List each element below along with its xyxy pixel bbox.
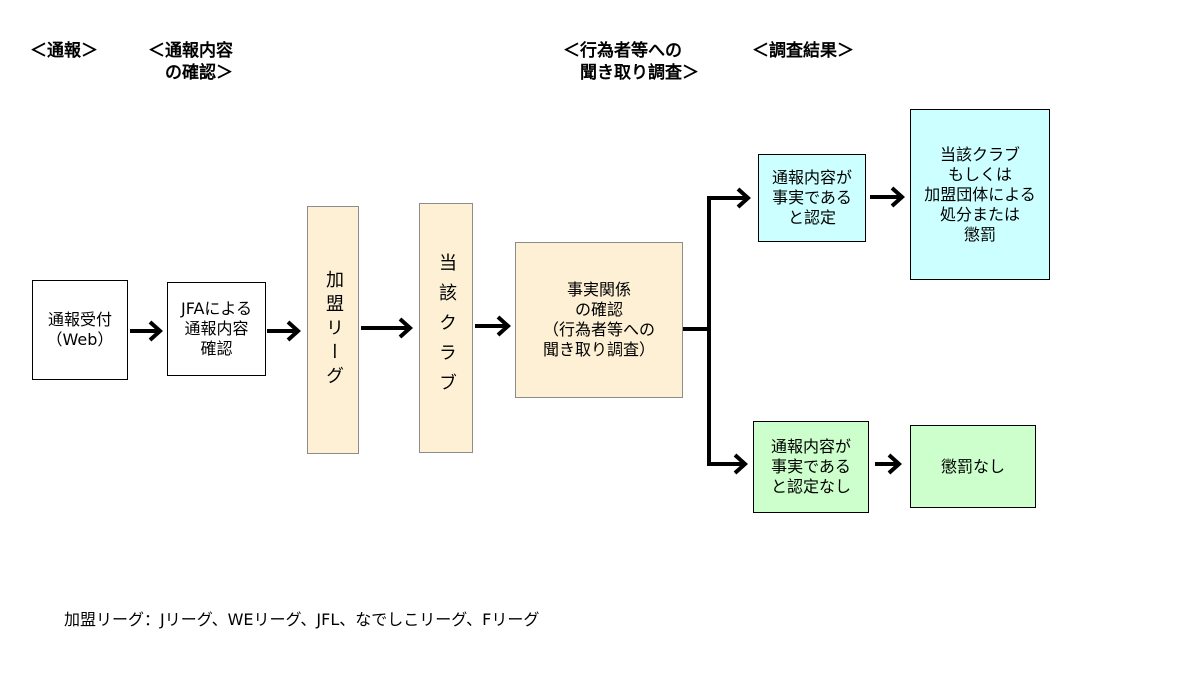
box-fact-not-confirmed: 通報内容が 事実である と認定なし — [753, 421, 869, 513]
header-result: ＜調査結果＞ — [752, 41, 854, 61]
box-punishment: 当該クラブ もしくは 加盟団体による 処分または 懲罰 — [910, 109, 1050, 280]
box-fact-confirmed-label: 通報内容が 事実である と認定 — [771, 168, 852, 227]
box-fact-check: 事実関係 の確認 （行為者等への 聞き取り調査） — [515, 242, 683, 398]
arrow-notconfirmed-to-nopunishment — [875, 453, 902, 475]
box-no-punishment: 懲罰なし — [910, 425, 1036, 508]
header-report: ＜通報＞ — [30, 41, 98, 61]
box-reception-label: 通報受付 （Web） — [46, 310, 114, 349]
box-league-label: 加盟リーグ — [323, 270, 344, 390]
box-reception: 通報受付 （Web） — [32, 280, 128, 380]
box-no-punishment-label: 懲罰なし — [940, 456, 1005, 476]
arrow-league-to-club — [361, 317, 413, 339]
arrow-club-to-factcheck — [475, 315, 511, 337]
header-interview: ＜行為者等への 聞き取り調査＞ — [563, 41, 699, 83]
box-league: 加盟リーグ — [307, 206, 359, 454]
arrow-confirmed-to-punishment — [870, 186, 905, 208]
box-jfa-confirm-label: JFAによる 通報内容 確認 — [181, 299, 252, 358]
arrow-reception-to-jfa — [130, 320, 163, 342]
box-jfa-confirm: JFAによる 通報内容 確認 — [167, 282, 266, 376]
box-fact-check-label: 事実関係 の確認 （行為者等への 聞き取り調査） — [542, 280, 655, 359]
footnote: 加盟リーグ：Jリーグ、WEリーグ、JFL、なでしこリーグ、Fリーグ — [64, 610, 540, 629]
branch-connector — [683, 187, 751, 475]
box-fact-confirmed: 通報内容が 事実である と認定 — [758, 154, 866, 242]
box-club-label: 当該クラブ — [436, 253, 457, 403]
arrow-jfa-to-league — [267, 320, 301, 342]
box-punishment-label: 当該クラブ もしくは 加盟団体による 処分または 懲罰 — [924, 144, 1036, 244]
header-confirm: ＜通報内容 の確認＞ — [148, 41, 233, 83]
box-fact-not-confirmed-label: 通報内容が 事実である と認定なし — [770, 437, 851, 496]
box-club: 当該クラブ — [419, 203, 473, 453]
